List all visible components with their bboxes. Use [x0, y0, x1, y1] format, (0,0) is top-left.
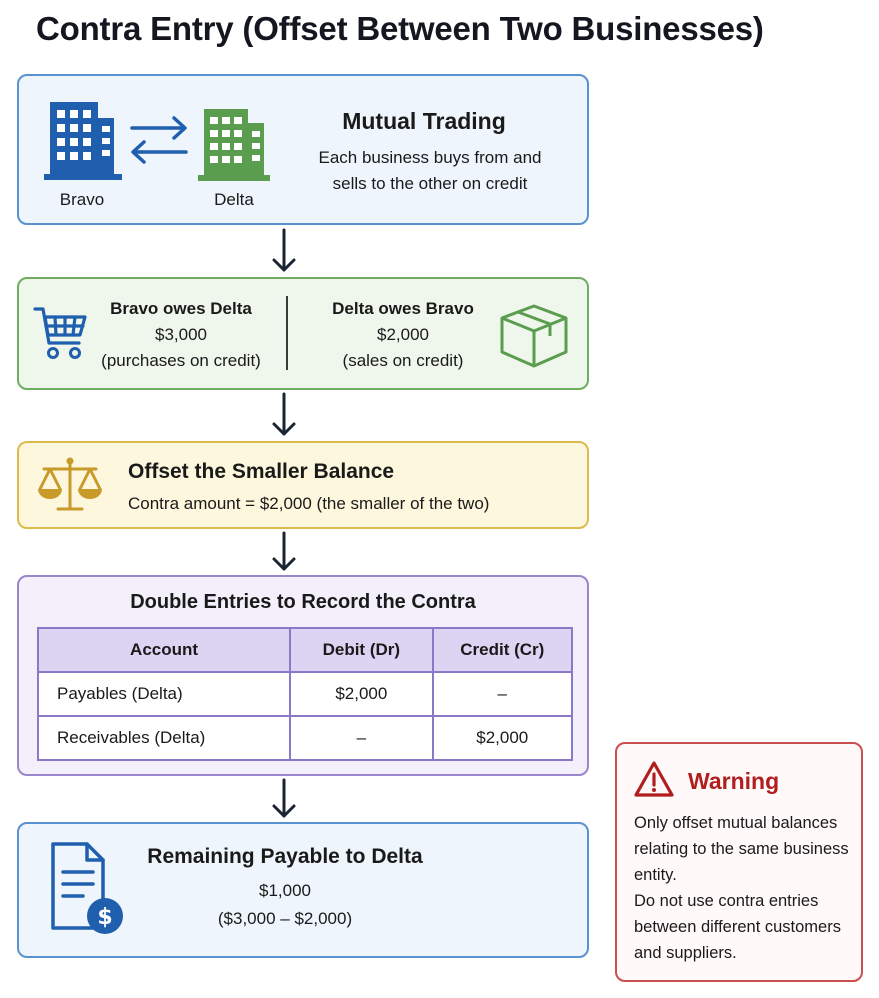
cell-debit: $2,000: [289, 671, 434, 717]
building-green-icon: [198, 109, 270, 181]
cell-credit: $2,000: [431, 715, 574, 761]
exchange-arrows-icon: [130, 116, 188, 164]
warning-icon: [634, 761, 674, 797]
table-header-row: Account Debit (Dr) Credit (Cr): [36, 627, 574, 673]
down-arrow-icon: [272, 228, 296, 272]
table-row: Receivables (Delta) – $2,000: [36, 715, 574, 761]
balances-divider: [286, 296, 288, 370]
building-blue-icon: [44, 102, 122, 180]
column-header-debit: Debit (Dr): [289, 627, 434, 673]
table-row: Payables (Delta) $2,000 –: [36, 671, 574, 717]
package-box-icon: [500, 304, 568, 368]
shopping-cart-icon: [33, 307, 87, 359]
offset-box: [17, 441, 589, 529]
double-entries-table: Account Debit (Dr) Credit (Cr) Payables …: [36, 627, 574, 761]
down-arrow-icon: [272, 778, 296, 818]
remaining-payable-box: [17, 822, 589, 958]
business-bravo-label: Bravo: [59, 190, 105, 209]
remaining-payable-calculation: ($3,000 – $2,000): [217, 909, 353, 928]
balance-scale-icon: [38, 457, 102, 511]
svg-text:$: $: [97, 905, 112, 930]
warning-heading: Warning: [688, 768, 780, 794]
offset-description: Contra amount = $2,000 (the smaller of t…: [128, 494, 490, 513]
remaining-payable-amount: $1,000: [259, 881, 311, 900]
column-header-credit: Credit (Cr): [431, 627, 574, 673]
column-header-account: Account: [36, 627, 292, 673]
down-arrow-icon: [272, 392, 296, 436]
offset-heading: Offset the Smaller Balance: [128, 460, 395, 483]
remaining-payable-heading: Remaining Payable to Delta: [147, 845, 423, 868]
business-delta-label: Delta: [214, 190, 254, 209]
double-entries-heading: Double Entries to Record the Contra: [130, 591, 476, 613]
cell-account: Payables (Delta): [36, 671, 292, 717]
warning-box: [615, 742, 863, 982]
cell-credit: –: [431, 671, 574, 717]
mutual-trading-heading: Mutual Trading: [342, 108, 506, 134]
balances-box: [17, 277, 589, 390]
cell-account: Receivables (Delta): [36, 715, 292, 761]
delta-owes-bravo: Delta owes Bravo $2,000 (sales on credit…: [332, 299, 474, 370]
warning-text: Only offset mutual balances relating to …: [634, 814, 849, 962]
document-dollar-icon: $: [51, 842, 123, 934]
mutual-trading-description: Each business buys from and sells to the…: [318, 148, 542, 193]
page-title: Contra Entry (Offset Between Two Busines…: [36, 10, 764, 47]
down-arrow-icon: [272, 531, 296, 571]
cell-debit: –: [289, 715, 434, 761]
bravo-owes-delta: Bravo owes Delta $3,000 (purchases on cr…: [101, 299, 261, 370]
